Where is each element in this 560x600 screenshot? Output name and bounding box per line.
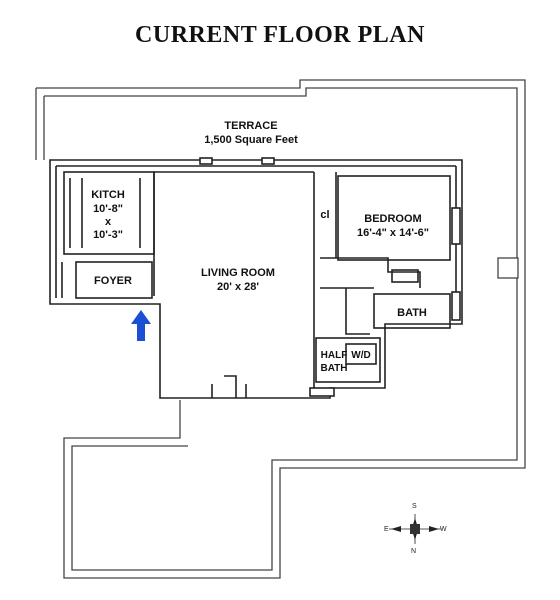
half-bath-label-2: BATH [320,363,347,374]
living-room-dims: 20' x 28' [217,281,259,293]
foyer-label: FOYER [94,275,132,287]
compass-e: E [384,526,389,533]
living-room-label: LIVING ROOM [201,267,275,279]
kitchen-width: 10'-8" [93,203,123,215]
bedroom-dims: 16'-4" x 14'-6" [357,227,429,239]
washer-dryer-label: W/D [351,350,370,361]
page-title: CURRENT FLOOR PLAN [135,22,425,48]
kitchen-label: KITCH [91,189,125,201]
kitchen-x: x [105,216,112,228]
closet-label: cl [320,209,329,221]
bath-label: BATH [397,307,427,319]
terrace-area: 1,500 Square Feet [204,134,298,146]
half-bath-label-1: HALF [321,350,348,361]
compass-icon [389,514,441,544]
compass-w: W [440,526,447,533]
compass-n: N [411,548,416,555]
terrace-label: TERRACE [224,120,277,132]
compass-s: S [412,503,417,510]
terrace-outline [35,79,526,579]
entry-arrow-icon [131,310,151,341]
bedroom-label: BEDROOM [364,213,421,225]
apartment-walls [49,157,463,399]
kitchen-depth: 10'-3" [93,229,123,241]
